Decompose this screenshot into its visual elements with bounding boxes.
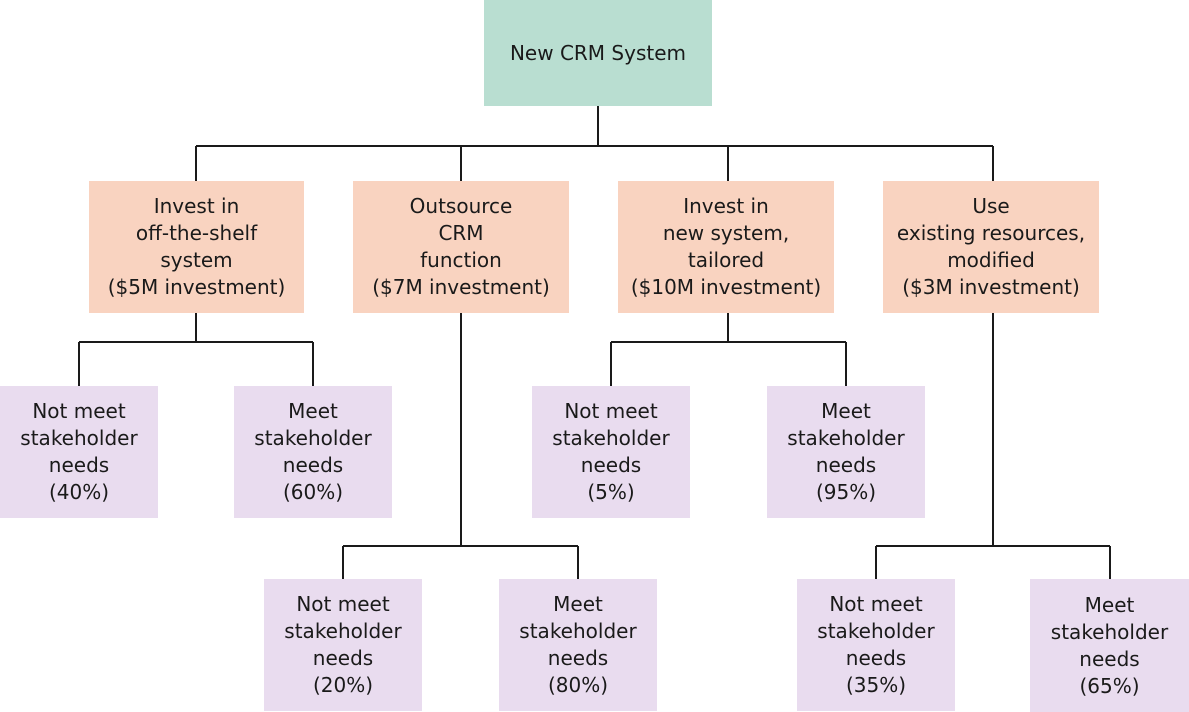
outcome-4a-line-1: Not meet [829, 592, 923, 616]
outcome-4a-line-2: stakeholder [817, 619, 935, 643]
connector-option-1-outcomes [78, 313, 314, 386]
option-1-investment: ($5M investment) [107, 275, 286, 299]
connector-option-3-outcomes [610, 313, 847, 386]
outcome-4b-probability: (65%) [1079, 673, 1140, 698]
outcome-2b-line-2: stakeholder [519, 619, 637, 643]
outcome-node-1b: Meet stakeholder needs (60%) [234, 386, 392, 518]
outcome-3a-line-1: Not meet [564, 399, 658, 423]
outcome-1a-probability: (40%) [48, 480, 110, 504]
connector-option-2-outcomes [342, 313, 579, 579]
outcome-node-4b: Meet stakeholder needs (65%) [1030, 579, 1189, 712]
option-2-investment: ($7M investment) [372, 275, 550, 299]
option-4-investment: ($3M investment) [902, 275, 1080, 299]
option-3-investment: ($10M investment) [630, 275, 822, 299]
outcome-3a-line-3: needs [580, 453, 642, 477]
outcome-2a-probability: (20%) [312, 673, 374, 697]
option-1-line-2: off-the-shelf [135, 221, 258, 245]
option-4-line-3: modified [947, 248, 1035, 272]
option-1-line-3: system [160, 248, 233, 272]
outcome-1a-line-2: stakeholder [20, 426, 138, 450]
outcome-2a-line-3: needs [312, 646, 374, 670]
option-1-line-1: Invest in [153, 194, 240, 218]
outcome-1a-line-3: needs [48, 453, 110, 477]
option-node-1: Invest in off-the-shelf system ($5M inve… [89, 181, 304, 313]
outcome-1a-line-1: Not meet [32, 399, 126, 423]
outcome-node-3a: Not meet stakeholder needs (5%) [532, 386, 690, 518]
option-3-line-3: tailored [687, 248, 765, 272]
option-node-2: Outsource CRM function ($7M investment) [353, 181, 569, 313]
outcome-node-4a: Not meet stakeholder needs (35%) [797, 579, 955, 711]
option-3-line-1: Invest in [683, 194, 769, 218]
outcome-node-2a: Not meet stakeholder needs (20%) [264, 579, 422, 711]
outcome-1b-line-2: stakeholder [254, 426, 372, 450]
outcome-3a-line-2: stakeholder [552, 426, 670, 450]
outcome-2b-line-1: Meet [553, 592, 603, 616]
outcome-3b-line-1: Meet [821, 399, 871, 423]
root-label: New CRM System [509, 40, 687, 65]
outcome-4b-line-2: stakeholder [1050, 619, 1169, 644]
outcome-3b-line-2: stakeholder [787, 426, 905, 450]
outcome-2b-probability: (80%) [547, 673, 609, 697]
option-node-4: Use existing resources, modified ($3M in… [883, 181, 1099, 313]
option-4-line-1: Use [972, 194, 1010, 218]
outcome-3a-probability: (5%) [587, 480, 635, 504]
option-3-line-2: new system, [662, 221, 790, 245]
outcome-4b-line-1: Meet [1084, 592, 1135, 617]
option-2-line-2: CRM [438, 221, 484, 245]
outcome-4a-probability: (35%) [845, 673, 907, 697]
outcome-1b-line-1: Meet [288, 399, 338, 423]
option-2-line-1: Outsource [409, 194, 513, 218]
connector-root-to-options [195, 106, 994, 181]
outcome-2b-line-3: needs [547, 646, 609, 670]
outcome-1b-line-3: needs [282, 453, 344, 477]
outcome-1b-probability: (60%) [282, 480, 344, 504]
outcome-3b-probability: (95%) [815, 480, 877, 504]
outcome-2a-line-1: Not meet [296, 592, 390, 616]
outcome-node-2b: Meet stakeholder needs (80%) [499, 579, 657, 711]
outcome-node-1a: Not meet stakeholder needs (40%) [0, 386, 158, 518]
option-node-3: Invest in new system, tailored ($10M inv… [618, 181, 834, 313]
connector-option-4-outcomes [875, 313, 1111, 579]
outcome-2a-line-2: stakeholder [284, 619, 402, 643]
outcome-4a-line-3: needs [845, 646, 907, 670]
outcome-4b-line-3: needs [1079, 646, 1140, 671]
outcome-3b-line-3: needs [815, 453, 877, 477]
root-node: New CRM System [484, 0, 712, 106]
outcome-node-3b: Meet stakeholder needs (95%) [767, 386, 925, 518]
option-4-line-2: existing resources, [896, 221, 1086, 245]
option-2-line-3: function [420, 248, 502, 272]
